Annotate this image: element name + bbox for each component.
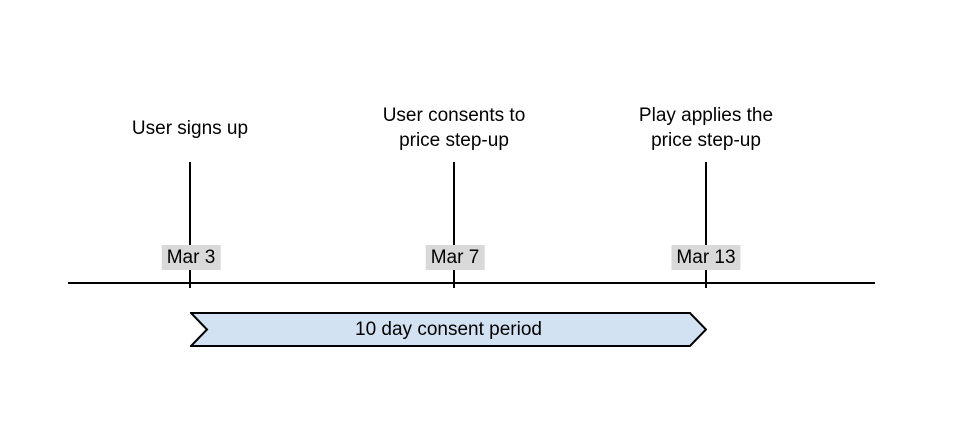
date-badge: Mar 3 bbox=[161, 245, 221, 270]
event-marker-line bbox=[189, 162, 191, 288]
consent-period-banner: 10 day consent period bbox=[190, 312, 707, 347]
banner-chevron-polygon bbox=[190, 312, 707, 347]
event-label: Play applies the price step-up bbox=[638, 105, 774, 151]
event-marker-line bbox=[453, 162, 455, 288]
event-label: User consents to price step-up bbox=[382, 105, 526, 151]
event-marker-line bbox=[705, 162, 707, 288]
date-badge: Mar 13 bbox=[671, 245, 741, 270]
banner-label: 10 day consent period bbox=[355, 318, 542, 340]
banner-chevron-shape bbox=[190, 312, 707, 347]
timeline-axis bbox=[68, 282, 875, 284]
date-badge: Mar 7 bbox=[425, 245, 485, 270]
event-label: User signs up bbox=[131, 117, 249, 139]
